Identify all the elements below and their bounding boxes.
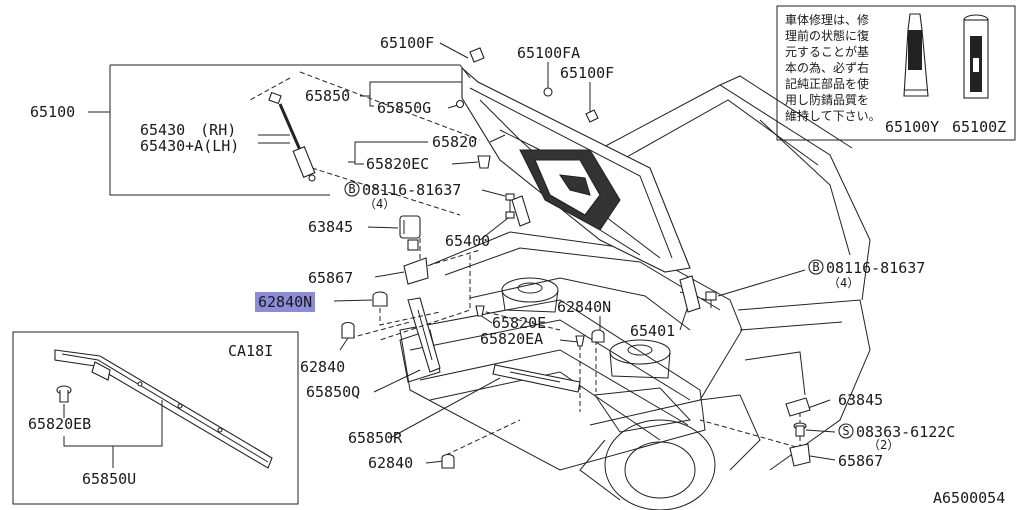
lock-support-65850r: [492, 364, 581, 393]
leader-lines: [88, 42, 836, 464]
label-08116-b-qty: （4）: [828, 276, 859, 290]
clip-65820e: [475, 305, 485, 317]
screw-symbol-letter: S: [842, 424, 849, 438]
screw-08363: [793, 422, 807, 437]
hinge-65401: [679, 275, 701, 313]
car-body-drawing: [399, 75, 871, 510]
clip-65850g: [455, 99, 465, 109]
bolt-symbol-icon: [344, 181, 360, 197]
hood-panel: [461, 66, 691, 273]
repair-note-box: 車体修理は、修 理前の状態に復 元することが基 本の為、必ず右 記純正部品を使 …: [776, 5, 1016, 141]
tube-label[interactable]: 65100Y: [885, 118, 939, 136]
bolt-symbol-letter: B: [812, 260, 819, 274]
clip-65100f-b: [585, 109, 599, 123]
hinge-65400: [511, 195, 531, 227]
sealer-tube-icon: [903, 13, 929, 97]
bolt-08116-a: [505, 193, 515, 219]
note-line-3: 元することが基: [785, 44, 869, 59]
bumper-62840-a: [341, 321, 355, 339]
label-08116-b-text: 08116-81637: [826, 259, 925, 277]
inset-title: CA18I: [228, 342, 273, 360]
rubber-stop-63845-b: [785, 397, 811, 417]
note-line-6: 用し防錆品質を: [785, 92, 869, 107]
label-65100f-a[interactable]: 65100F: [380, 34, 434, 52]
clip-65100f-a: [469, 47, 485, 63]
inset-clip-label[interactable]: 65820EB: [28, 415, 91, 433]
seal-65850q: [407, 297, 441, 373]
label-65850g[interactable]: 65850G: [377, 99, 431, 117]
label-08363-text: 08363-6122C: [856, 423, 955, 441]
label-63845-a[interactable]: 63845: [308, 218, 353, 236]
clip-65100fa: [543, 87, 553, 97]
bumper-62840-b: [441, 453, 455, 469]
spray-can-icon: [963, 14, 989, 99]
label-65850[interactable]: 65850: [305, 87, 350, 105]
clip-65820eb: [56, 385, 72, 403]
note-line-2: 理前の状態に復: [785, 28, 869, 43]
label-62840n[interactable]: 62840N: [557, 298, 611, 316]
bolt-08116-b: [705, 291, 717, 308]
hood-stay-65430: [268, 91, 316, 182]
label-08116-a[interactable]: B 08116-81637 （4）: [344, 181, 461, 211]
rubber-stop-63845-a: [399, 215, 421, 251]
label-65850r[interactable]: 65850R: [348, 429, 403, 447]
bumper-62840n-b: [591, 329, 605, 343]
label-08363-qty: （2）: [868, 438, 899, 452]
part-labels: 65100 65100F 65100FA 65100F 65850 65850G…: [30, 34, 955, 472]
inset-rail-label[interactable]: 65850U: [82, 470, 136, 488]
label-08116-a-qty: （4）: [364, 197, 395, 211]
rail-65850u: [54, 349, 273, 469]
label-65430a[interactable]: 65430+A(LH): [140, 137, 239, 155]
label-63845-b[interactable]: 63845: [838, 391, 883, 409]
screw-symbol-icon: [838, 423, 854, 439]
bracket-65867-a: [403, 257, 429, 285]
label-08363[interactable]: S 08363-6122C （2）: [838, 423, 955, 452]
bolt-symbol-icon: [808, 259, 824, 275]
label-65850q[interactable]: 65850Q: [306, 383, 360, 401]
note-line-4: 本の為、必ず右: [785, 60, 869, 75]
bumper-62840n-a: [372, 291, 388, 307]
label-65401[interactable]: 65401: [630, 322, 675, 340]
label-62840-b[interactable]: 62840: [368, 454, 413, 472]
can-label[interactable]: 65100Z: [952, 118, 1006, 136]
label-08116-a-text: 08116-81637: [362, 181, 461, 199]
diagram-id: A6500054: [933, 489, 1005, 507]
label-65430[interactable]: 65430 (RH): [140, 121, 236, 139]
label-65867-b[interactable]: 65867: [838, 452, 883, 470]
label-65867-a[interactable]: 65867: [308, 269, 353, 287]
note-line-7: 維持して下さい。: [785, 108, 881, 123]
highlight-box: [255, 292, 315, 312]
bracket-65867-b: [789, 443, 811, 467]
clip-65820ec: [477, 155, 491, 169]
label-65820ea[interactable]: 65820EA: [480, 330, 543, 348]
label-65100f-b[interactable]: 65100F: [560, 64, 614, 82]
label-08116-b[interactable]: B 08116-81637 （4）: [808, 259, 925, 290]
bolt-symbol-letter: B: [348, 182, 355, 196]
label-65820ec[interactable]: 65820EC: [366, 155, 429, 173]
parts: [268, 47, 811, 469]
note-line-1: 車体修理は、修: [785, 12, 869, 27]
label-65400[interactable]: 65400: [445, 232, 490, 250]
label-65100fa[interactable]: 65100FA: [517, 44, 580, 62]
label-65100[interactable]: 65100: [30, 103, 75, 121]
assembly-dashes: [249, 71, 801, 456]
label-62840n-highlighted[interactable]: 62840N: [258, 293, 312, 311]
inset-ca18i: CA18I 65820EB 65850U: [12, 331, 299, 505]
label-65820[interactable]: 65820: [432, 133, 477, 151]
label-62840-a[interactable]: 62840: [300, 358, 345, 376]
note-line-5: 記純正部品を使: [785, 76, 869, 91]
label-65820e[interactable]: 65820E: [492, 314, 546, 332]
clip-65820ea: [575, 335, 585, 347]
